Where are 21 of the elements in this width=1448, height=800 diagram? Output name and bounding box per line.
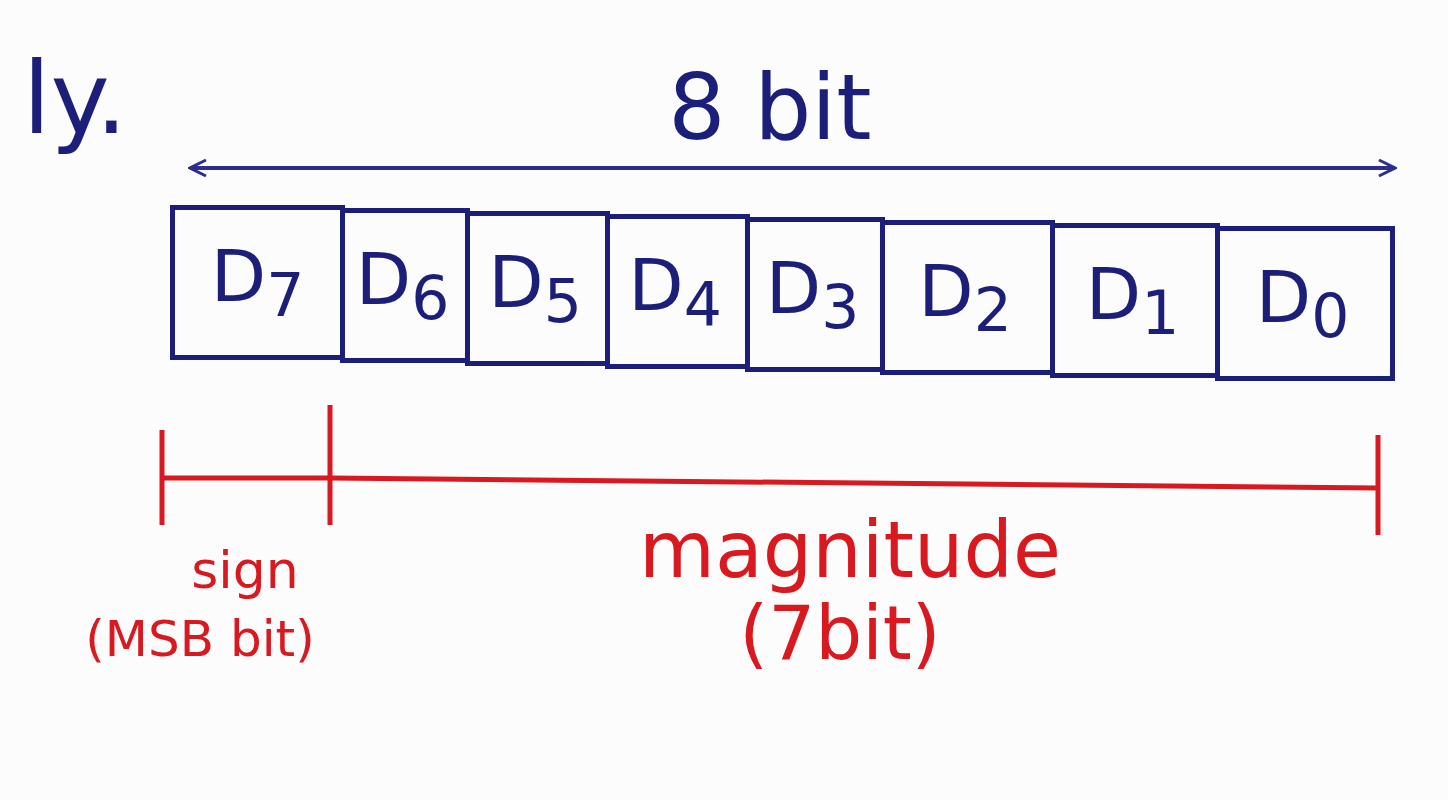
partial-text: ly. <box>21 40 129 157</box>
bit-label: D$_{6}$ <box>355 237 450 334</box>
bit-cell <box>1215 226 1395 381</box>
bit-label: D$_{4}$ <box>628 243 722 340</box>
bit-cell <box>880 220 1055 375</box>
field-label: sign <box>190 540 300 600</box>
bit-label: D$_{0}$ <box>1255 255 1350 352</box>
bit-label: D$_{2}$ <box>918 249 1012 346</box>
bit-cell <box>745 217 885 372</box>
bit-cell <box>605 214 750 369</box>
bit-cell <box>340 208 470 363</box>
bit-label: D$_{7}$ <box>210 234 305 331</box>
bit-label: D$_{3}$ <box>765 246 860 343</box>
bit-cell <box>1050 223 1220 378</box>
bit-cell <box>465 211 610 366</box>
width-label: 8 bit <box>667 55 873 160</box>
field-note: (MSB bit) <box>84 610 316 668</box>
bit-label: D$_{5}$ <box>488 240 582 337</box>
field-label: magnitude <box>638 505 1062 595</box>
bit-cell <box>170 205 345 360</box>
bit-label: D$_{1}$ <box>1085 252 1180 349</box>
